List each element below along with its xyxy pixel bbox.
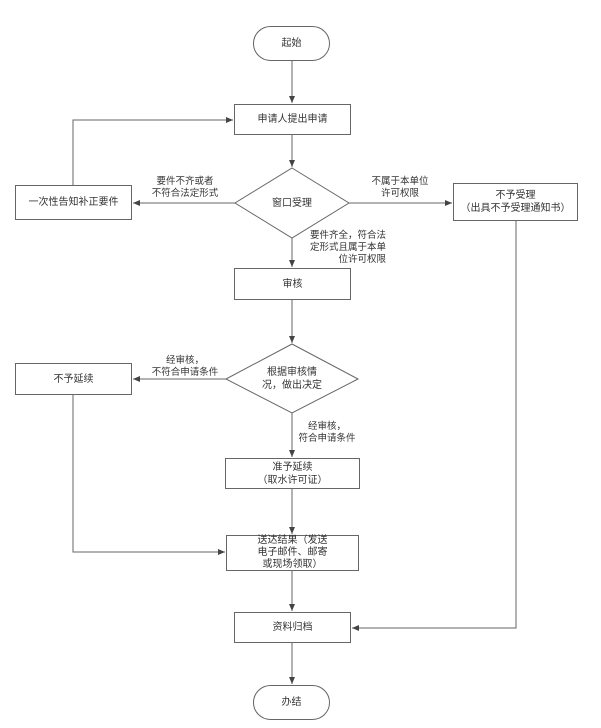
- decision-window-accept: 窗口受理: [272, 197, 312, 209]
- process-archive: 资料归档: [234, 612, 351, 643]
- process-deliver: 送达结果（发送 电子邮件、邮寄 或现场领取）: [226, 535, 359, 571]
- edge-label-not-qualified: 经审核， 不符合申请条件: [151, 355, 219, 378]
- edge-label-incomplete: 要件不齐或者 不符合法定形式: [151, 176, 219, 199]
- decision-review-result-shape: [224, 343, 360, 414]
- decision-window-accept-shape: [234, 167, 350, 239]
- process-apply: 申请人提出申请: [234, 104, 351, 135]
- start-node: 起始: [253, 26, 330, 61]
- process-grant-renew: 准予延续 （取水许可证）: [225, 458, 360, 489]
- process-review: 审核: [234, 268, 351, 300]
- end-node: 办结: [253, 685, 330, 720]
- edge-label-not-authority: 不属于本单位 许可权限: [371, 176, 429, 199]
- process-deny-renew: 不予延续: [15, 363, 132, 395]
- decision-review-result: 根据审核情 况，做出决定: [262, 367, 322, 391]
- edge-deny-deliver: [72, 395, 225, 555]
- edge-notify-apply: [72, 117, 233, 185]
- process-reject: 不予受理 （出具不予受理通知书）: [453, 183, 578, 221]
- edge-label-qualified: 经审核， 符合申请条件: [298, 421, 356, 444]
- process-notify-correct: 一次性告知补正要件: [15, 185, 132, 220]
- edge-label-complete: 要件齐全，符合法 定形式且属于本单 位许可权限: [309, 230, 386, 265]
- edge-reject-archive: [352, 221, 517, 631]
